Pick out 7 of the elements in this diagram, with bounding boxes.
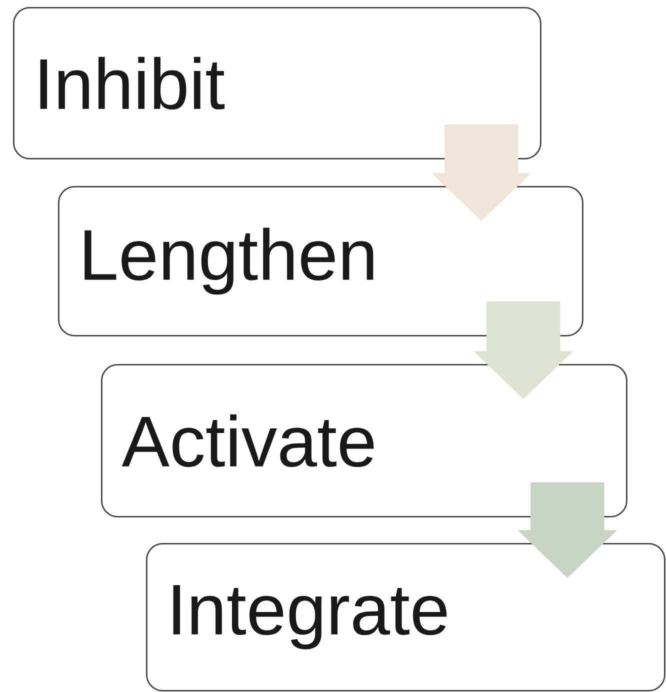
block-arrow (474, 301, 574, 399)
process-box: Inhibit (13, 7, 542, 160)
process-box: Lengthen (58, 186, 584, 336)
process-box: Activate (101, 364, 628, 518)
process-box: Integrate (146, 543, 666, 692)
block-arrow (432, 124, 532, 221)
block-arrow (518, 482, 618, 578)
